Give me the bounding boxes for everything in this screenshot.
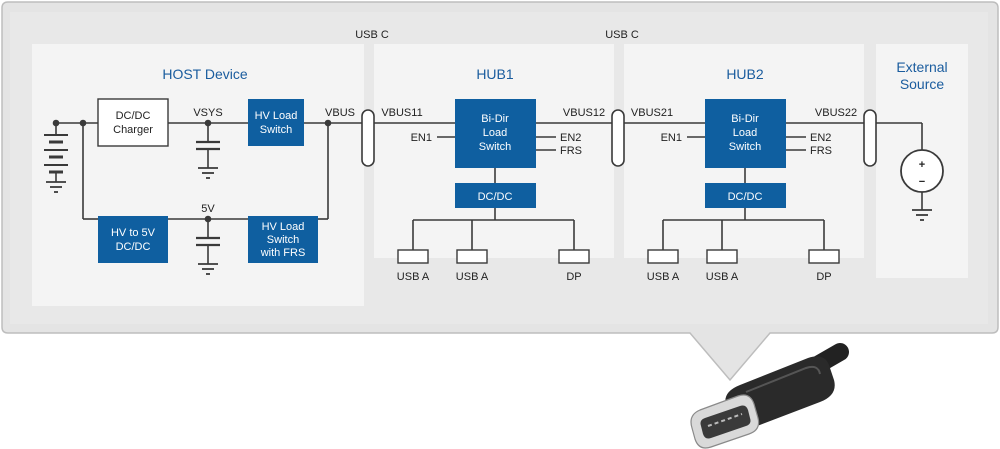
svg-text:HV Load: HV Load bbox=[262, 221, 305, 233]
hub1-port-usba-1 bbox=[397, 249, 429, 264]
hub2-port-usba-2 bbox=[706, 249, 738, 264]
hub2-frs-label: FRS bbox=[810, 145, 832, 157]
hv-load-switch-frs-block: HV Load Switch with FRS bbox=[248, 216, 318, 263]
usb-c-connector-icon bbox=[361, 109, 375, 167]
hub1-frs-label: FRS bbox=[560, 145, 582, 157]
hub1-en2-label: EN2 bbox=[560, 132, 581, 144]
voltage-source-icon: + − bbox=[900, 149, 944, 193]
svg-text:DC/DC: DC/DC bbox=[728, 191, 763, 203]
hub1-port-dp bbox=[558, 249, 590, 264]
hub1-bidir-load-switch: Bi-Dir Load Switch bbox=[455, 99, 536, 168]
hub1-port-label-1: USB A bbox=[397, 271, 430, 283]
hub2-wiring bbox=[624, 122, 864, 250]
svg-text:Bi-Dir: Bi-Dir bbox=[481, 113, 509, 125]
ground-icon bbox=[912, 209, 932, 221]
hub2-bidir-load-switch: Bi-Dir Load Switch bbox=[705, 99, 786, 168]
hub2-port-label-1: USB A bbox=[647, 271, 680, 283]
capacitor-icon bbox=[196, 219, 220, 264]
svg-text:Switch: Switch bbox=[260, 124, 292, 136]
external-wiring bbox=[876, 122, 923, 210]
ground-icon bbox=[198, 167, 218, 179]
svg-text:Bi-Dir: Bi-Dir bbox=[731, 113, 759, 125]
svg-text:Switch: Switch bbox=[729, 141, 761, 153]
svg-text:Switch: Switch bbox=[267, 234, 299, 246]
svg-text:Charger: Charger bbox=[113, 124, 153, 136]
hub2-port-label-2: USB A bbox=[706, 271, 739, 283]
hub1-title: HUB1 bbox=[476, 66, 514, 82]
hub1-dcdc-block: DC/DC bbox=[455, 183, 536, 208]
svg-text:Load: Load bbox=[483, 127, 507, 139]
svg-text:Switch: Switch bbox=[479, 141, 511, 153]
hub2-port-usba-1 bbox=[647, 249, 679, 264]
hub2-en2-label: EN2 bbox=[810, 132, 831, 144]
capacitor-icon bbox=[196, 123, 220, 168]
usb-c-label-right: USB C bbox=[605, 29, 639, 41]
svg-text:−: − bbox=[919, 176, 925, 188]
hub2-port-dp bbox=[808, 249, 840, 264]
svg-text:DC/DC: DC/DC bbox=[116, 110, 151, 122]
hv-load-switch-block: HV Load Switch bbox=[248, 99, 304, 146]
hub2-title: HUB2 bbox=[726, 66, 764, 82]
svg-text:HV Load: HV Load bbox=[255, 110, 298, 122]
hub1-wiring bbox=[374, 122, 612, 250]
hub2-port-label-3: DP bbox=[816, 271, 831, 283]
5v-label: 5V bbox=[201, 203, 215, 215]
svg-text:DC/DC: DC/DC bbox=[116, 241, 151, 253]
hub2-dcdc-block: DC/DC bbox=[705, 183, 786, 208]
ground-icon bbox=[46, 181, 66, 193]
host-device-title: HOST Device bbox=[162, 66, 248, 82]
svg-text:with FRS: with FRS bbox=[260, 247, 306, 259]
vbus11-label: VBUS11 bbox=[381, 107, 422, 119]
hub1-en1-label: EN1 bbox=[411, 132, 432, 144]
host-device-panel bbox=[32, 44, 364, 306]
hub1-port-label-2: USB A bbox=[456, 271, 489, 283]
hub2-en1-label: EN1 bbox=[661, 132, 682, 144]
hub1-port-label-3: DP bbox=[566, 271, 581, 283]
svg-text:+: + bbox=[919, 159, 925, 171]
vbus-label: VBUS bbox=[325, 107, 355, 119]
external-source-title-line2: Source bbox=[900, 76, 945, 92]
svg-text:Load: Load bbox=[733, 127, 757, 139]
usb-c-cable-icon bbox=[690, 343, 849, 449]
usb-c-label-left: USB C bbox=[355, 29, 389, 41]
external-source-title-line1: External bbox=[896, 59, 947, 75]
svg-text:HV to 5V: HV to 5V bbox=[111, 227, 156, 239]
svg-text:DC/DC: DC/DC bbox=[478, 191, 513, 203]
battery-icon bbox=[44, 123, 68, 182]
vbus21-label: VBUS21 bbox=[631, 107, 673, 119]
vbus22-label: VBUS22 bbox=[815, 107, 857, 119]
hv-to-5v-dcdc-block: HV to 5V DC/DC bbox=[98, 216, 168, 263]
dcdc-charger-block: DC/DC Charger bbox=[97, 98, 169, 147]
vsys-label: VSYS bbox=[193, 107, 222, 119]
usb-c-connector-icon bbox=[611, 109, 625, 167]
usb-c-connector-icon bbox=[863, 109, 877, 167]
vbus12-label: VBUS12 bbox=[563, 107, 605, 119]
ground-icon bbox=[198, 263, 218, 275]
hub1-port-usba-2 bbox=[456, 249, 488, 264]
